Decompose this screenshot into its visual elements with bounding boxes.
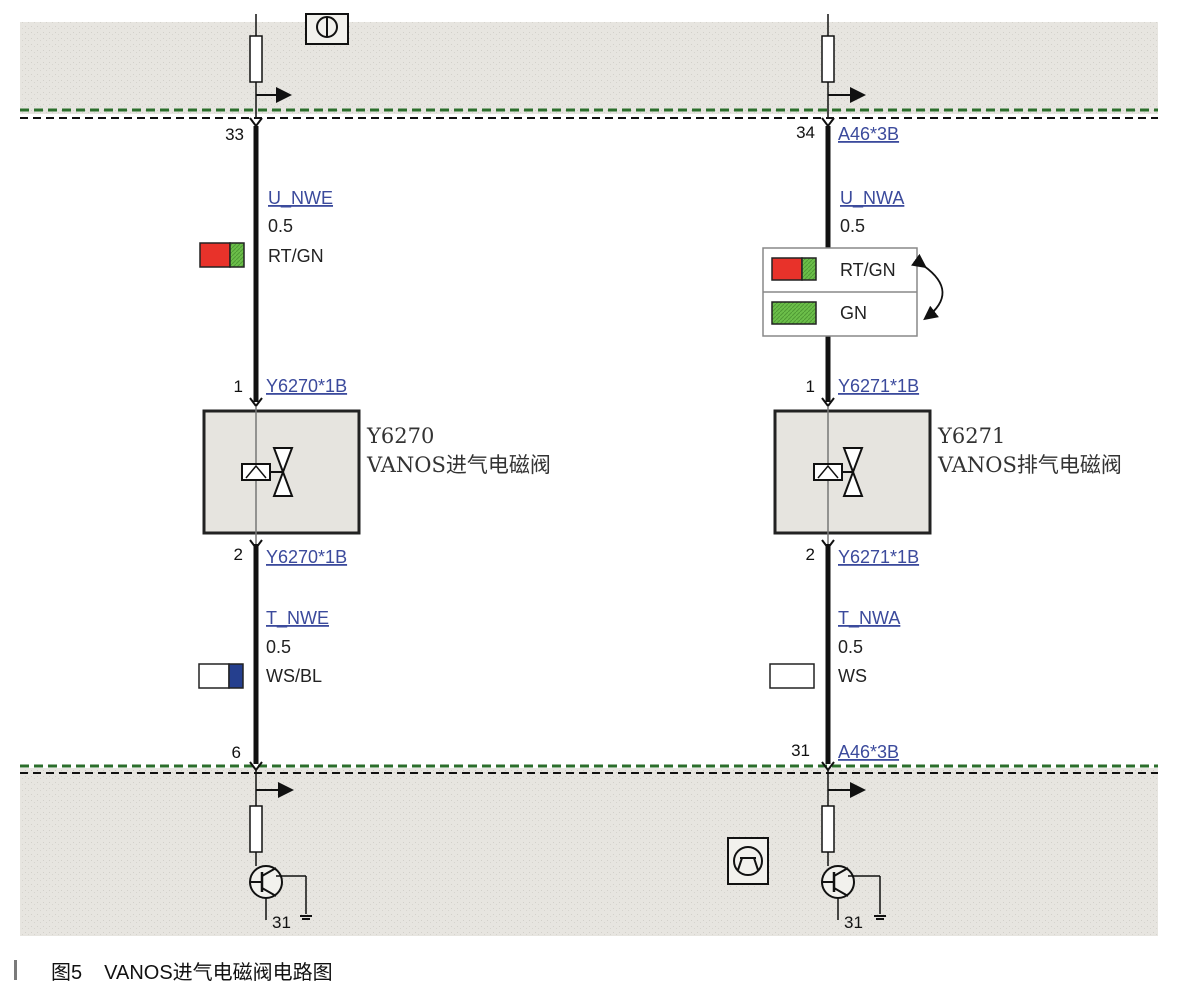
right-solenoid-component bbox=[773, 406, 932, 544]
right-wire-color-swatch-gn bbox=[771, 301, 817, 325]
left-wire-color-swatch-bottom bbox=[198, 663, 244, 689]
left-pin1: 1 bbox=[234, 377, 243, 396]
left-top-connector-icon bbox=[249, 117, 263, 128]
right-top-resistor-icon bbox=[821, 35, 835, 83]
right-solenoid-valve-icon bbox=[813, 447, 864, 497]
right-component-id: Y6271 bbox=[937, 424, 1005, 448]
right-signal-top: U_NWA bbox=[840, 188, 904, 209]
left-signal-bottom: T_NWE bbox=[266, 608, 329, 629]
right-pin2-connector-icon bbox=[821, 539, 835, 550]
left-component-id: Y6270 bbox=[366, 424, 434, 448]
right-pin-bottom: 31 bbox=[791, 741, 810, 760]
figure-title: VANOS进气电磁阀电路图 bbox=[104, 961, 333, 984]
right-conn-bottom: A46*3B bbox=[838, 742, 899, 762]
left-circuit: 33 U_NWE 0.5 RT/GN 1 Y6270*1B Y6270 VANO… bbox=[198, 14, 551, 932]
right-signal-bottom: T_NWA bbox=[838, 608, 900, 629]
right-circuit: 34 A46*3B U_NWA 0.5 RT/GN GN 1 Y6271*1B bbox=[762, 14, 1122, 932]
figure-number: 图5 bbox=[51, 961, 83, 984]
right-wire-color-swatch-rtgn bbox=[771, 257, 817, 281]
bottom-module-band bbox=[20, 768, 1158, 936]
right-component-name: VANOS排气电磁阀 bbox=[937, 453, 1122, 477]
left-gauge-top: 0.5 bbox=[268, 216, 293, 236]
right-conn-top: A46*3B bbox=[838, 124, 899, 144]
left-wire-color-swatch-top bbox=[199, 242, 245, 268]
left-signal-top: U_NWE bbox=[268, 188, 333, 209]
bottom-module-symbol-icon bbox=[727, 837, 769, 885]
right-color-alt-2: GN bbox=[840, 303, 867, 323]
top-module-symbol-icon bbox=[305, 13, 349, 45]
left-pin-bottom: 6 bbox=[232, 743, 241, 762]
left-component-name: VANOS进气电磁阀 bbox=[366, 453, 551, 477]
right-wire-color-alternatives-table bbox=[762, 247, 918, 337]
right-pin2: 2 bbox=[806, 545, 815, 564]
right-gauge-top: 0.5 bbox=[840, 216, 865, 236]
left-gauge-bottom: 0.5 bbox=[266, 637, 291, 657]
left-color-top: RT/GN bbox=[268, 246, 324, 266]
right-pin-top: 34 bbox=[796, 123, 815, 142]
left-color-bottom: WS/BL bbox=[266, 666, 322, 686]
right-bottom-resistor-icon bbox=[821, 805, 835, 853]
right-color-bottom: WS bbox=[838, 666, 867, 686]
right-pin1: 1 bbox=[806, 377, 815, 396]
right-wire-color-swatch-bottom bbox=[769, 663, 815, 689]
left-ground-label: 31 bbox=[272, 913, 291, 932]
left-solenoid-valve-icon bbox=[241, 447, 294, 497]
right-gauge-bottom: 0.5 bbox=[838, 637, 863, 657]
right-ground-icon bbox=[874, 915, 886, 920]
left-solenoid-component bbox=[202, 406, 361, 544]
right-alternative-swap-arrow-icon bbox=[911, 253, 944, 321]
left-pin2: 2 bbox=[234, 545, 243, 564]
left-bottom-resistor-icon bbox=[249, 805, 263, 853]
left-conn2: Y6270*1B bbox=[266, 547, 347, 567]
left-ground-icon bbox=[300, 915, 312, 920]
right-ground-label: 31 bbox=[844, 913, 863, 932]
right-conn2: Y6271*1B bbox=[838, 547, 919, 567]
left-conn1: Y6270*1B bbox=[266, 376, 347, 396]
left-pin-top: 33 bbox=[225, 125, 244, 144]
left-top-resistor-icon bbox=[249, 35, 263, 83]
left-pin2-connector-icon bbox=[249, 539, 263, 550]
right-color-alt-1: RT/GN bbox=[840, 260, 896, 280]
left-transistor-icon bbox=[249, 865, 307, 920]
caption-bar bbox=[14, 960, 17, 980]
right-top-connector-icon bbox=[821, 117, 835, 128]
right-conn1: Y6271*1B bbox=[838, 376, 919, 396]
figure-caption: 图5 VANOS进气电磁阀电路图 bbox=[14, 956, 333, 984]
right-transistor-icon bbox=[821, 865, 881, 920]
top-module-band bbox=[20, 22, 1158, 114]
